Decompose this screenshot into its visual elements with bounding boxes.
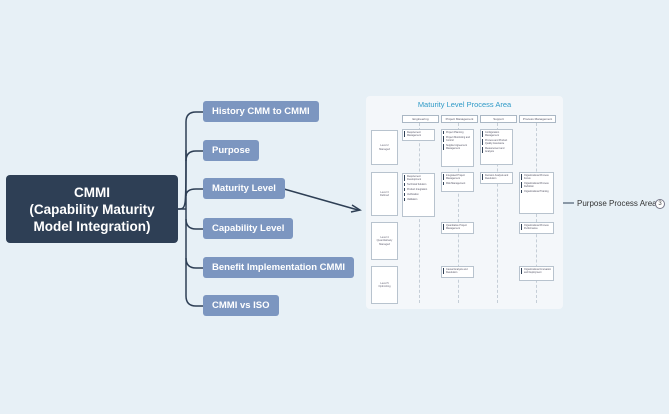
level-label: Level 3 Defined bbox=[371, 172, 398, 216]
process-area-box: Project Planning Project Monitoring and … bbox=[441, 129, 474, 167]
subtopic-purpose-process-area[interactable]: Purpose Process Area bbox=[577, 199, 657, 208]
branch-purpose[interactable]: Purpose bbox=[203, 140, 260, 161]
process-area-box: Integrated Project Management Risk Manag… bbox=[441, 172, 474, 192]
process-area-box: Requirement Management bbox=[402, 129, 435, 141]
process-area-box: Configuration Management Process and Pro… bbox=[480, 129, 513, 165]
maturity-level-image[interactable]: Maturity Level Process Area Engineering … bbox=[366, 96, 563, 309]
branch-maturity-level[interactable]: Maturity Level bbox=[203, 178, 285, 199]
level-label: Level 5 Optimizing bbox=[371, 266, 398, 304]
level-label: Level 2 Managed bbox=[371, 130, 398, 165]
process-area-box: Organizational Innovation and Deployment bbox=[519, 266, 554, 281]
process-area-box: Decision Analysis and Resolution bbox=[480, 172, 513, 184]
process-area-box: Causal Analysis and Resolution bbox=[441, 266, 474, 278]
root-title-line2: (Capability Maturity bbox=[29, 201, 155, 217]
process-area-box: Quantitative Project Management bbox=[441, 222, 474, 234]
process-area-box: Requirement Development Technical Soluti… bbox=[402, 173, 435, 217]
image-title: Maturity Level Process Area bbox=[417, 100, 512, 109]
branch-history[interactable]: History CMM to CMMI bbox=[203, 101, 319, 122]
process-area-box: Organizational Process Performance bbox=[519, 222, 554, 234]
column-header: Engineering bbox=[402, 115, 439, 123]
collapsed-count-badge[interactable]: 3 bbox=[655, 199, 665, 209]
column-header: Support bbox=[480, 115, 517, 123]
branch-benefit[interactable]: Benefit Implementation CMMI bbox=[203, 257, 355, 278]
root-title-line3: Model Integration) bbox=[33, 218, 151, 234]
process-area-box: Organizational Process Focus Organizatio… bbox=[519, 172, 554, 214]
branch-capability-level[interactable]: Capability Level bbox=[203, 218, 294, 239]
column-header: Project Management bbox=[441, 115, 478, 123]
column-header: Process Management bbox=[519, 115, 556, 123]
root-title-line1: CMMI bbox=[74, 184, 110, 200]
root-topic[interactable]: CMMI (Capability Maturity Model Integrat… bbox=[6, 175, 178, 243]
branch-cmmi-vs-iso[interactable]: CMMI vs ISO bbox=[203, 295, 279, 316]
level-label: Level 4 Quantitatively Managed bbox=[371, 222, 398, 260]
